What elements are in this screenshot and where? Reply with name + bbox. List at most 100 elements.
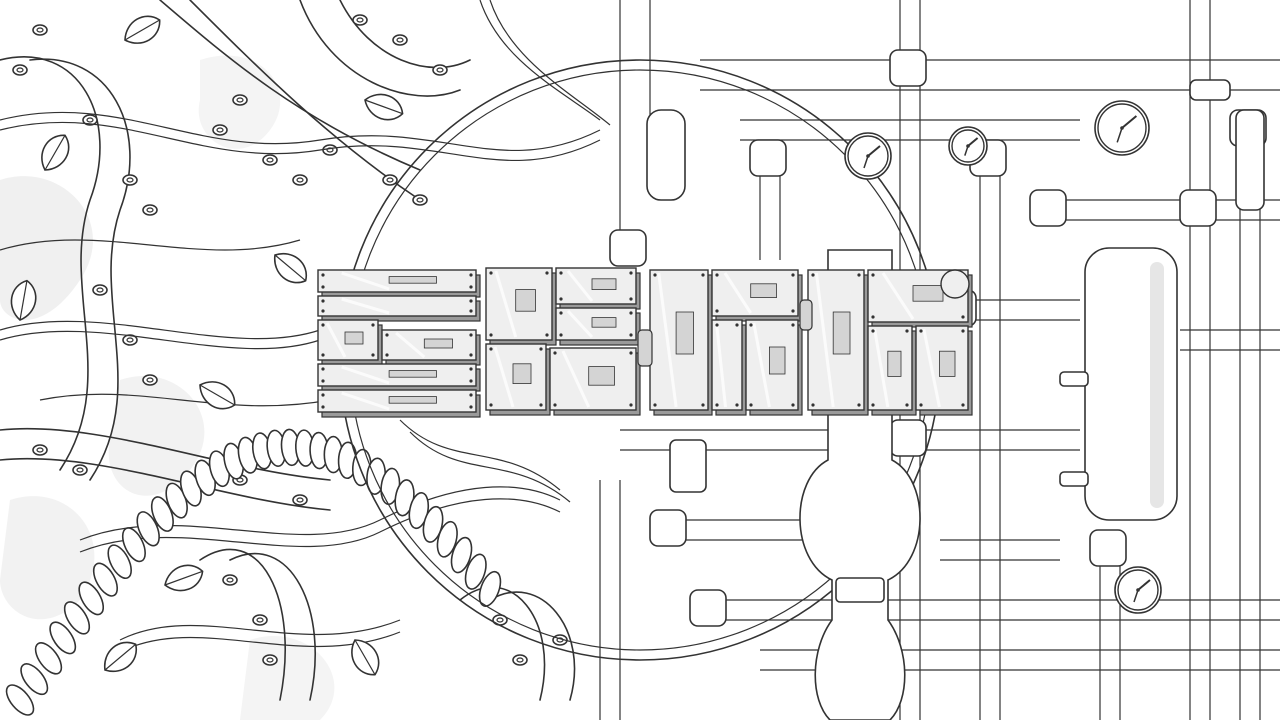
leaf-icon: [104, 641, 138, 673]
gauge-icon: [844, 132, 892, 180]
sucker-core: [36, 447, 44, 453]
leaf-icon: [364, 93, 404, 121]
sucker: [72, 464, 88, 476]
pipe-elbow: [889, 419, 927, 457]
sucker-core: [76, 467, 84, 473]
leaf-icon: [351, 639, 380, 676]
logo-glyph-4: [807, 269, 869, 416]
sucker-core: [236, 97, 244, 103]
logo-glyph-1: [317, 269, 481, 298]
sucker-core: [436, 67, 444, 73]
logo-plate: [555, 307, 641, 346]
sucker-core: [256, 617, 264, 623]
sucker: [232, 94, 248, 106]
sucker-core: [226, 577, 234, 583]
sucker-core: [296, 177, 304, 183]
sucker: [292, 174, 308, 186]
sucker: [212, 124, 228, 136]
sucker-core: [16, 67, 24, 73]
hose-ring: [436, 520, 458, 558]
logo-glyph-3: [649, 269, 713, 416]
sucker: [432, 64, 448, 76]
logo-plate: [867, 325, 917, 416]
gauge-icon: [1114, 566, 1162, 614]
sucker: [322, 144, 338, 156]
sucker: [262, 154, 278, 166]
sucker: [82, 114, 98, 126]
sucker-core: [146, 207, 154, 213]
sucker: [352, 14, 368, 26]
sucker-core: [86, 117, 94, 123]
leaf-icon: [10, 279, 37, 321]
hose-ring: [92, 562, 119, 597]
pipe-coupler: [1189, 79, 1231, 101]
sucker: [32, 24, 48, 36]
hose-ring: [422, 505, 444, 543]
sucker-core: [416, 197, 424, 203]
leaf-icon: [124, 15, 161, 44]
sucker: [142, 204, 158, 216]
logo-plate: [549, 347, 641, 416]
gauge-icon: [1094, 100, 1150, 156]
sucker-core: [296, 497, 304, 503]
sucker: [392, 34, 408, 46]
sucker-core: [356, 17, 364, 23]
hose-ring: [121, 527, 146, 563]
capsule: [646, 109, 686, 201]
pipe-elbow: [1029, 189, 1067, 227]
sucker-core: [126, 337, 134, 343]
corrugated-hose: [5, 428, 502, 716]
pipe-elbow: [689, 589, 727, 627]
sucker: [142, 374, 158, 386]
sucker-core: [126, 177, 134, 183]
leaf-icon: [41, 134, 70, 171]
logo-plate: [711, 269, 803, 322]
vines: [0, 0, 611, 653]
sucker-core: [216, 127, 224, 133]
logo-plate: [381, 329, 481, 366]
sucker: [122, 334, 138, 346]
sucker: [262, 654, 278, 666]
gauges: [844, 100, 1162, 614]
sucker: [382, 174, 398, 186]
sucker: [512, 654, 528, 666]
sucker: [12, 64, 28, 76]
logo-plate: [317, 389, 481, 418]
hose-ring: [63, 601, 91, 635]
tank: [1059, 247, 1178, 521]
logo-plate: [745, 319, 803, 416]
logo-glyph-2: [485, 267, 557, 346]
hose-ring: [49, 621, 77, 655]
pipe-block: [669, 439, 707, 493]
sucker-core: [96, 287, 104, 293]
sucker-core: [396, 37, 404, 43]
pipe-riser: [1235, 109, 1265, 211]
leaf-icon: [199, 381, 236, 410]
pipe-elbow: [1179, 189, 1217, 227]
sucker-core: [516, 657, 524, 663]
sucker: [122, 174, 138, 186]
sucker-core: [146, 377, 154, 383]
logo-plate: [317, 319, 383, 366]
pipe-elbow: [1089, 529, 1127, 567]
sucker-core: [386, 177, 394, 183]
pipe-elbow: [609, 229, 647, 267]
gauge-icon: [948, 126, 988, 166]
sucker: [92, 284, 108, 296]
logo-plate: [555, 267, 641, 310]
logo-plate: [317, 295, 481, 322]
pipe-elbow: [889, 49, 927, 87]
logo-plate: [915, 325, 973, 416]
sucker-core: [496, 617, 504, 623]
hose-ring: [78, 581, 105, 616]
pipe-elbow: [649, 509, 687, 547]
sucker: [32, 444, 48, 456]
sucker-core: [266, 657, 274, 663]
logo-connector: [799, 299, 813, 331]
hose-ring: [107, 544, 132, 580]
logo-plate: [317, 363, 481, 392]
leaf-icon: [274, 252, 308, 284]
hose-ring: [478, 570, 502, 607]
